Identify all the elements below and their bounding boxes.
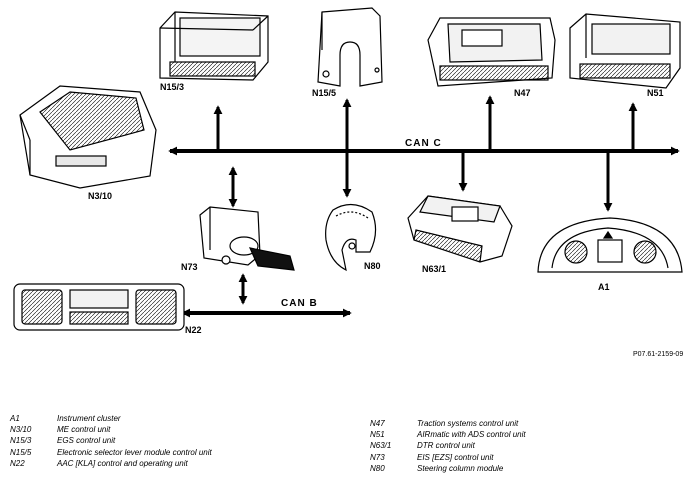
n51-module-illustration xyxy=(569,13,681,89)
legend-row: N80 Steering column module xyxy=(370,463,526,474)
legend-description: AAC [KLA] control and operating unit xyxy=(57,458,188,468)
label-n63-1: N63/1 xyxy=(422,264,446,274)
legend-row: N73 EIS [EZS] control unit xyxy=(370,452,526,463)
n47-module-illustration xyxy=(427,17,556,87)
legend-description: Instrument cluster xyxy=(57,414,121,423)
legend-code: N15/3 xyxy=(10,436,32,446)
bus-connectors xyxy=(213,95,638,305)
figure-reference-id: P07.61-2159-09 xyxy=(633,351,683,358)
legend-description: Electronic selector lever module control… xyxy=(57,447,212,457)
label-a1: A1 xyxy=(598,282,610,292)
legend-description: Traction systems control unit xyxy=(417,419,519,428)
network-diagram: CAN C CAN B N15/3 N15/5 xyxy=(13,7,683,358)
label-n47: N47 xyxy=(514,88,531,98)
n15-3-module-illustration xyxy=(159,11,269,81)
n80-module-illustration xyxy=(325,203,377,272)
legend-code: N15/5 xyxy=(10,447,32,457)
legend-code: N3/10 xyxy=(10,425,32,435)
legend-right-column: N47 Traction systems control unit N51 AIRm… xyxy=(370,418,526,474)
label-n3-10: N3/10 xyxy=(88,191,112,201)
a1-instrument-cluster-illustration xyxy=(537,217,683,273)
legend-row: A1 Instrument cluster xyxy=(10,413,212,424)
legend-description: DTR control unit xyxy=(417,441,475,451)
legend-left-column: A1 Instrument cluster N3/10 ME control uni… xyxy=(10,413,212,469)
label-n80: N80 xyxy=(364,261,381,271)
legend-code: N63/1 xyxy=(370,441,392,451)
n22-module-illustration xyxy=(13,283,185,331)
n15-5-module-illustration xyxy=(317,7,383,87)
legend-row: N63/1 DTR control unit xyxy=(370,440,526,451)
legend-code: N73 xyxy=(370,452,385,462)
legend-row: N3/10 ME control unit xyxy=(10,424,212,435)
legend-description: Steering column module xyxy=(417,463,504,473)
legend-row: N15/3 EGS control unit xyxy=(10,435,212,446)
n63-1-module-illustration xyxy=(407,195,513,263)
label-n15-5: N15/5 xyxy=(312,88,336,98)
n73-module-illustration xyxy=(199,206,295,271)
label-n15-3: N15/3 xyxy=(160,82,184,92)
n3-10-module-illustration xyxy=(19,85,157,189)
label-n73: N73 xyxy=(181,262,198,272)
legend-code: N22 xyxy=(10,458,25,468)
legend-code: N51 xyxy=(370,430,385,440)
legend-code: N80 xyxy=(370,463,385,473)
legend-code: A1 xyxy=(10,414,20,423)
legend-description: EGS control unit xyxy=(57,436,116,446)
label-n22: N22 xyxy=(185,325,202,335)
can-c-label: CAN C xyxy=(405,138,442,149)
legend-description: ME control unit xyxy=(57,425,111,435)
legend-description: EIS [EZS] control unit xyxy=(417,452,494,462)
legend-row: N47 Traction systems control unit xyxy=(370,418,526,429)
legend-row: N51 AIRmatic with ADS control unit xyxy=(370,429,526,440)
legend-row: N22 AAC [KLA] control and operating unit xyxy=(10,458,212,469)
legend-code: N47 xyxy=(370,419,385,428)
legend-description: AIRmatic with ADS control unit xyxy=(417,430,526,440)
legend-row: N15/5 Electronic selector lever module co… xyxy=(10,447,212,458)
label-n51: N51 xyxy=(647,88,664,98)
can-b-label: CAN B xyxy=(281,298,318,309)
